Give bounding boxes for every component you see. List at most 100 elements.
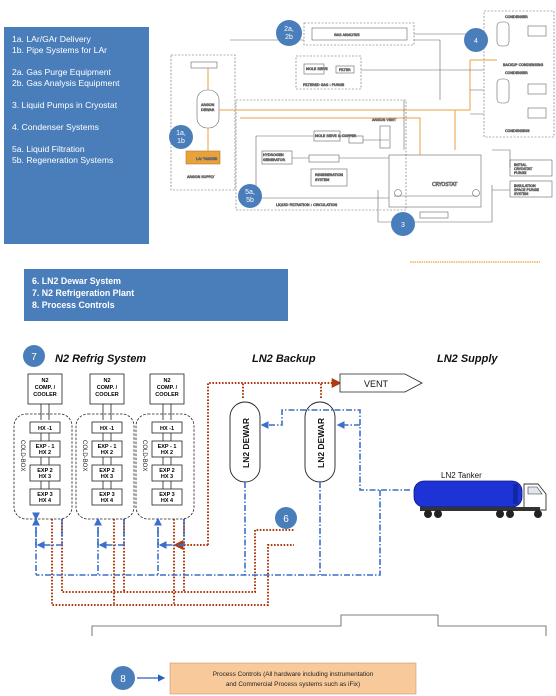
lar-tanker-label: LAr TANKER: [196, 157, 218, 161]
hx1-label: HX -1: [100, 426, 114, 432]
legend-line: 3. Liquid Pumps in Cryostat: [12, 100, 118, 110]
comp-cooler-box: [149, 373, 185, 405]
condenser-box: [527, 107, 547, 119]
badge-3: 3: [391, 212, 415, 236]
gn2-loop-line: [51, 519, 294, 606]
process-line: [255, 136, 389, 199]
legend-line: 1b. Pipe Systems for LAr: [12, 45, 108, 55]
cryostat-base: [419, 211, 449, 219]
svg-text:7: 7: [31, 352, 37, 363]
process-controls-label: Process Controls (All hardware including…: [213, 671, 374, 688]
legend-line: 8. Process Controls: [32, 300, 115, 310]
ln2-lines: [32, 409, 410, 576]
process-line: [414, 39, 441, 100]
legend-line: 5a. Liquid Filtration: [12, 144, 85, 154]
svg-text:3: 3: [401, 222, 405, 229]
badge-7: 7: [23, 345, 45, 367]
cold-box-label: COLD-BOX: [141, 440, 147, 471]
condensing-label: CONDENSING: [505, 129, 530, 133]
filter-box: [335, 65, 355, 74]
exp1-box: [91, 440, 123, 458]
lar-delivery-pipes: [207, 59, 497, 155]
tanker-wheel: [424, 510, 432, 518]
exp3-box: [29, 488, 61, 506]
n2-refrig-title: N2 Refrig System: [55, 353, 146, 365]
ln2-dewar: LN2 DEWAR: [304, 401, 336, 483]
badge-6: 6: [275, 507, 297, 529]
exp3-box: [151, 488, 183, 506]
pump-icon: [394, 189, 402, 197]
condenser-frame: [483, 10, 555, 138]
top-process-diagram: GAS ANALYSIS MOLE SIEVE FILTER FILTERED …: [170, 10, 555, 263]
svg-text:2a,2b: 2a,2b: [284, 26, 294, 41]
filtered-gas-frame: [295, 55, 362, 90]
svg-text:6: 6: [283, 514, 289, 525]
argon-supply-frame: [170, 54, 236, 191]
tanker-wheel: [534, 510, 542, 518]
badge-5: 5a,5b: [238, 184, 262, 208]
vent-arrow: VENT: [339, 373, 423, 393]
badge-8: 8: [111, 666, 135, 690]
legend-top: 1a. LAr/GAr Delivery 1b. Pipe Systems fo…: [4, 27, 149, 244]
tanker-window: [527, 486, 543, 495]
vent-label: VENT: [364, 379, 389, 389]
legend-line: 1a. LAr/GAr Delivery: [12, 34, 91, 44]
badge-2: 2a,2b: [276, 20, 302, 46]
badge-4: 4: [464, 28, 488, 52]
condenser-icon: [496, 21, 510, 47]
exp3-box: [91, 488, 123, 506]
cold-box-label: COLD-BOX: [19, 440, 25, 471]
gas-analysis-box: [311, 27, 408, 41]
svg-text:5a,5b: 5a,5b: [245, 189, 255, 204]
condenser-box: [527, 83, 547, 95]
cold-box-label: COLD-BOX: [81, 440, 87, 471]
liquid-filter-box: [348, 135, 364, 144]
tanker-wheel: [434, 510, 442, 518]
ln2-backup-title: LN2 Backup: [252, 353, 316, 365]
orange-pipe: [219, 60, 471, 111]
cold-box-frame: [75, 413, 135, 520]
ln2-tanker-label: LN2 Tanker: [441, 471, 482, 480]
supply-header: [190, 61, 218, 69]
exp1-box: [151, 440, 183, 458]
argon-vent-box: [379, 125, 391, 149]
ln2-return-line: [61, 519, 185, 545]
process-line: [492, 149, 511, 191]
gn2-return-lines: [51, 378, 342, 606]
orange-pipe: [240, 117, 421, 155]
badge-1: 1a,1b: [169, 125, 193, 149]
ln2-tanker: LN2 Tanker: [413, 471, 547, 518]
filter-label: FILTER: [339, 68, 351, 72]
mole-sieve-label: MOLE SIEVE: [306, 67, 328, 71]
liquid-filtration-label: LIQUID FILTRATION : CIRCULATION: [276, 203, 337, 207]
exp2-box: [91, 464, 123, 482]
cryostat-vessel: [377, 185, 493, 223]
filtered-gas-label: FILTERED GAS : PURGE: [303, 83, 345, 87]
process-controls-box: [169, 662, 417, 695]
hx1-label: HX -1: [160, 426, 174, 432]
tanker-chassis: [420, 507, 540, 511]
condenser-icon: [496, 78, 510, 104]
svg-text:8: 8: [120, 674, 126, 685]
comp-cooler-box: [27, 373, 63, 405]
cold-box-frame: [135, 413, 195, 520]
pump-icon: [472, 189, 480, 197]
legend-line: 4. Condenser Systems: [12, 122, 99, 132]
vent-line: [207, 378, 342, 545]
